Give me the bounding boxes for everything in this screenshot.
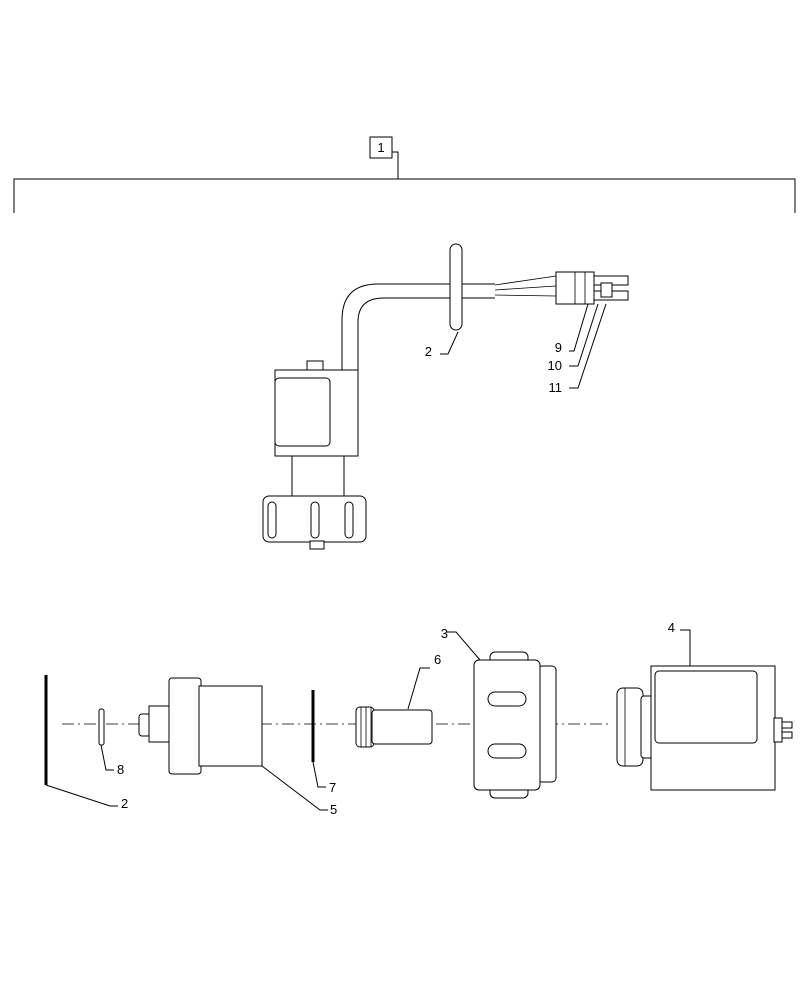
callout-6: 6 — [434, 652, 441, 667]
housing — [473, 651, 557, 799]
wire-connector — [555, 271, 629, 305]
callout-2-lower: 2 — [121, 796, 128, 811]
callout-2-upper: 2 — [425, 344, 432, 359]
seal-on-wire — [449, 243, 463, 331]
assembly-bracket: 1 — [13, 136, 796, 213]
callout-7: 7 — [329, 780, 336, 795]
callout-11: 11 — [549, 380, 563, 395]
callout-8: 8 — [117, 762, 124, 777]
callout-4: 4 — [668, 620, 675, 635]
assembled-solenoid — [262, 243, 629, 550]
callout-1: 1 — [377, 140, 384, 155]
callout-5: 5 — [330, 802, 337, 817]
plunger — [355, 706, 433, 748]
coil — [616, 665, 793, 791]
valve-body — [138, 677, 263, 775]
callout-3: 3 — [441, 626, 448, 641]
o-ring-small — [98, 708, 105, 746]
callout-9: 9 — [555, 340, 562, 355]
callout-10: 10 — [548, 358, 562, 373]
